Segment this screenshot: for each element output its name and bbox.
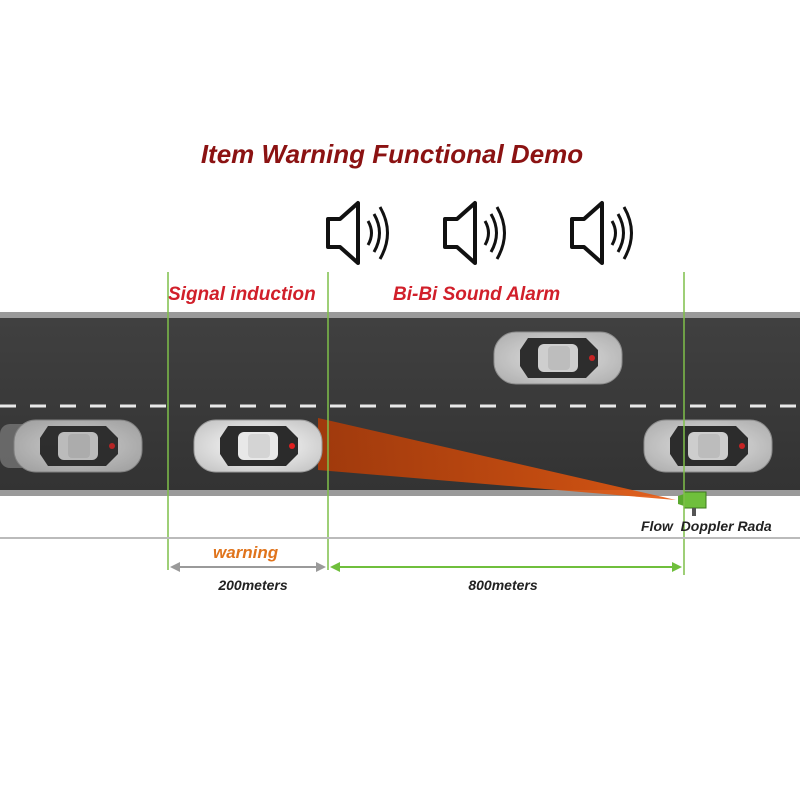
speaker-icon bbox=[326, 201, 389, 265]
diagram-title: Item Warning Functional Demo bbox=[201, 139, 583, 169]
distance-long-label: 800meters bbox=[468, 577, 537, 593]
speaker-icon bbox=[570, 201, 633, 265]
distance-arrow-short bbox=[170, 562, 326, 572]
car-lower-lane-right bbox=[643, 419, 773, 473]
speaker-icon bbox=[443, 201, 506, 265]
car-detected bbox=[193, 419, 323, 473]
distance-short-label: 200meters bbox=[217, 577, 287, 593]
radar-device-icon bbox=[678, 491, 707, 516]
road-edge-top bbox=[0, 312, 800, 318]
zone-alarm-label: Bi-Bi Sound Alarm bbox=[393, 284, 560, 305]
device-label: Flow Doppler Rada bbox=[641, 518, 772, 534]
car-upper-lane bbox=[493, 331, 623, 385]
warning-label: warning bbox=[213, 543, 279, 562]
road-edge-bottom bbox=[0, 490, 800, 496]
car-blurred bbox=[0, 419, 143, 473]
radar-beam bbox=[318, 418, 676, 500]
zone-signal-label: Signal induction bbox=[168, 284, 316, 305]
distance-arrow-long bbox=[330, 562, 682, 572]
